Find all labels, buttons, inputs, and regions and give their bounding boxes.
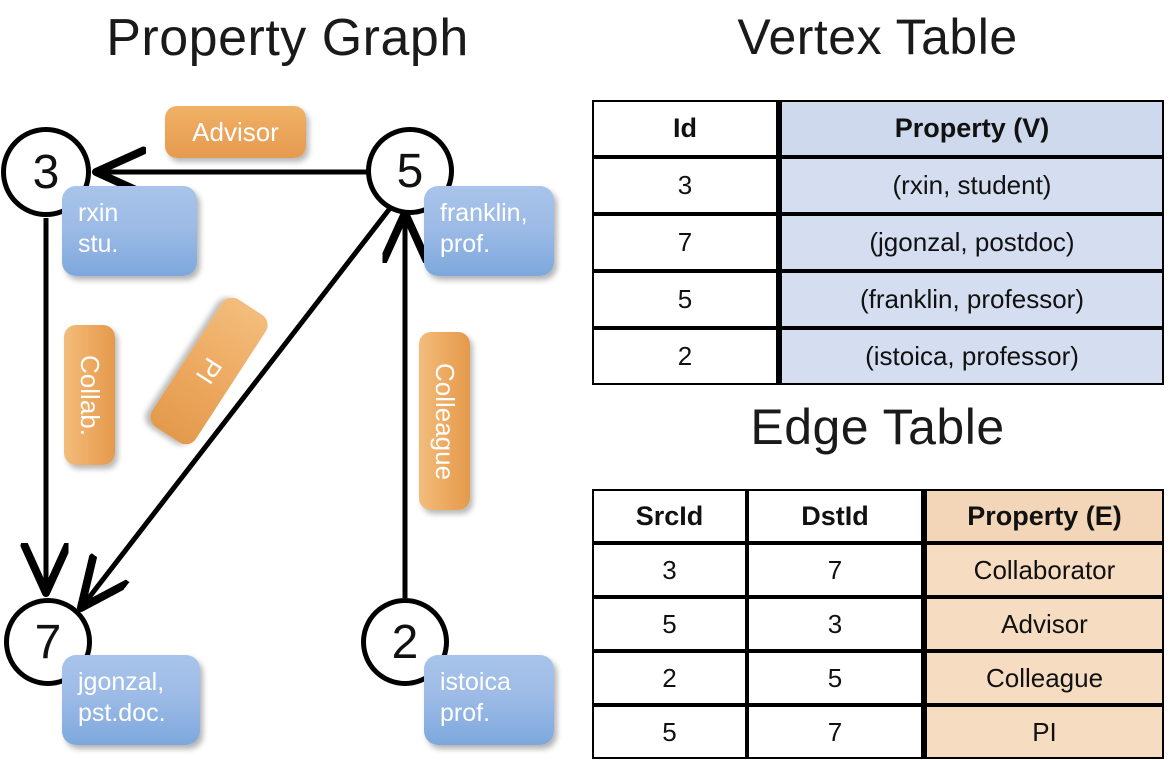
node-property-2-line2: prof.: [440, 699, 491, 728]
edge-row-2-dst: 5: [747, 651, 923, 705]
node-property-box-5: franklin, prof.: [424, 186, 554, 276]
graph-edges-svg: [0, 0, 585, 760]
vertex-table-header-property: Property (V): [778, 100, 1164, 157]
table-row[interactable]: 2 5 Colleague: [592, 651, 1164, 705]
edge-table: SrcId DstId Property (E) 3 7 Collaborato…: [592, 489, 1164, 759]
vertex-row-0-id: 3: [592, 157, 778, 214]
edge-row-3-dst: 7: [747, 705, 923, 759]
edge-row-3-property: PI: [923, 705, 1164, 759]
node-property-5-line1: franklin,: [440, 199, 528, 227]
vertex-row-3-id: 2: [592, 328, 778, 385]
vertex-table: Id Property (V) 3 (rxin, student) 7 (jgo…: [592, 100, 1164, 385]
edge-row-0-property: Collaborator: [923, 543, 1164, 597]
node-property-2-line1: istoica: [440, 668, 511, 696]
section-title-edge-table: Edge Table: [750, 399, 1005, 455]
edge-table-header-row: SrcId DstId Property (E): [592, 489, 1164, 543]
edge-label-colleague-text: Colleague: [430, 362, 460, 480]
table-row[interactable]: 3 (rxin, student): [592, 157, 1164, 214]
table-row[interactable]: 2 (istoica, professor): [592, 328, 1164, 385]
property-graph-diagram: 3 5 7 2 rxin stu. franklin, prof. jgonza…: [0, 0, 585, 760]
edge-row-1-property: Advisor: [923, 597, 1164, 651]
node-property-7-line2: pst.doc.: [78, 699, 166, 728]
node-property-box-3: rxin stu.: [62, 186, 197, 276]
graph-node-5-label: 5: [396, 144, 424, 198]
node-property-3-line2: stu.: [78, 230, 119, 259]
node-property-7-line1: jgonzal,: [78, 668, 165, 696]
graph-node-2-label: 2: [391, 615, 419, 669]
vertex-row-3-property: (istoica, professor): [778, 328, 1164, 385]
edge-label-collab: Collab.: [64, 325, 115, 465]
vertex-row-0-property: (rxin, student): [778, 157, 1164, 214]
edge-row-3-src: 5: [592, 705, 747, 759]
edge-label-advisor-text: Advisor: [192, 116, 279, 147]
edge-label-collab-text: Collab.: [75, 354, 105, 436]
edge-row-2-property: Colleague: [923, 651, 1164, 705]
node-property-5-line2: prof.: [440, 230, 491, 259]
table-row[interactable]: 7 (jgonzal, postdoc): [592, 214, 1164, 271]
graph-node-7-label: 7: [34, 615, 62, 669]
vertex-table-header-id: Id: [592, 100, 778, 157]
page-title-property-graph: Property Graph: [106, 9, 469, 67]
edge-row-0-src: 3: [592, 543, 747, 597]
table-row[interactable]: 3 7 Collaborator: [592, 543, 1164, 597]
table-row[interactable]: 5 3 Advisor: [592, 597, 1164, 651]
node-property-3-line1: rxin: [78, 199, 119, 227]
edge-table-header-srcid: SrcId: [592, 489, 747, 543]
edge-row-1-dst: 3: [747, 597, 923, 651]
vertex-row-2-id: 5: [592, 271, 778, 328]
node-property-box-7: jgonzal, pst.doc.: [62, 655, 200, 745]
graph-node-2[interactable]: 2: [361, 598, 449, 686]
vertex-row-1-property: (jgonzal, postdoc): [778, 214, 1164, 271]
edge-row-0-dst: 7: [747, 543, 923, 597]
table-row[interactable]: 5 7 PI: [592, 705, 1164, 759]
edge-table-header-dstid: DstId: [747, 489, 923, 543]
edge-row-2-src: 2: [592, 651, 747, 705]
edge-5-to-7: [84, 205, 393, 604]
vertex-table-header-row: Id Property (V): [592, 100, 1164, 157]
edge-label-colleague: Colleague: [419, 332, 470, 510]
edge-row-1-src: 5: [592, 597, 747, 651]
edge-label-pi-text: PI: [190, 352, 229, 390]
edge-table-header-property: Property (E): [923, 489, 1164, 543]
table-row[interactable]: 5 (franklin, professor): [592, 271, 1164, 328]
graph-node-5[interactable]: 5: [366, 127, 454, 215]
node-property-box-2: istoica prof.: [424, 655, 554, 745]
graph-node-3-label: 3: [32, 145, 60, 199]
section-title-vertex-table: Vertex Table: [737, 9, 1018, 65]
vertex-row-1-id: 7: [592, 214, 778, 271]
vertex-row-2-property: (franklin, professor): [778, 271, 1164, 328]
edge-label-advisor: Advisor: [165, 106, 306, 158]
